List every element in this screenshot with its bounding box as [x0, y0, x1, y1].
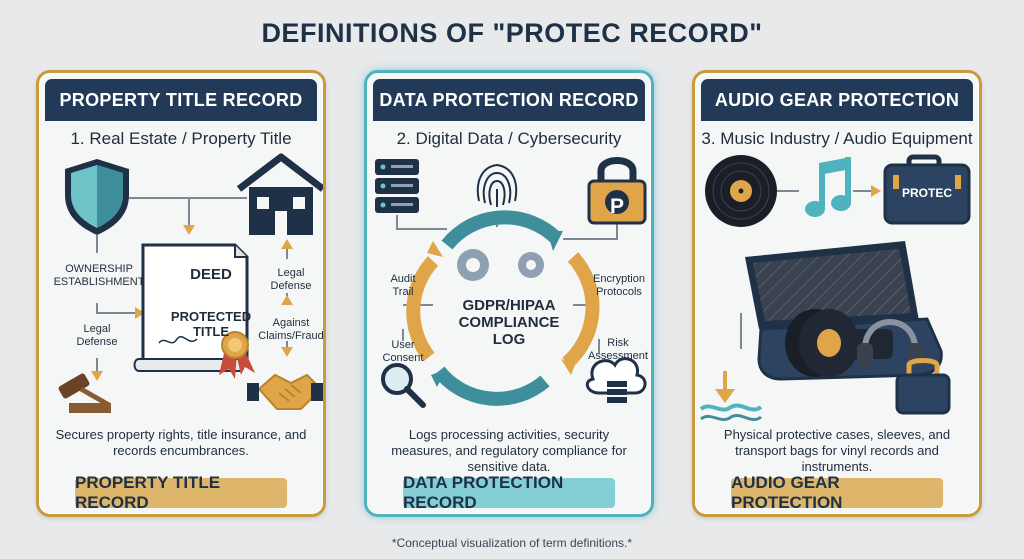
deed-title: DEED	[190, 266, 232, 283]
label-legal-defense-right: Legal Defense	[270, 267, 312, 292]
audio-gear-illustration	[699, 154, 971, 422]
case-label: PROTEC	[901, 186, 952, 200]
cloud-server-icon	[585, 357, 647, 403]
panel-subtitle: 2. Digital Data / Cybersecurity	[396, 129, 622, 148]
carry-bag-icon	[895, 358, 951, 415]
hard-case-icon	[883, 154, 971, 225]
deed-protected: PROTECTED	[170, 309, 252, 324]
panel-audio-gear: AUDIO GEAR PROTECTION 3. Music Industry …	[692, 70, 982, 517]
house-icon	[236, 153, 323, 235]
panel-description: Secures property rights, title insurance…	[55, 427, 307, 458]
padlock-letter: P	[609, 195, 624, 218]
panel-subtitle: 1. Real Estate / Property Title	[70, 129, 292, 148]
panel-header: AUDIO GEAR PROTECTION	[701, 79, 973, 121]
footnote: *Conceptual visualization of term defini…	[391, 536, 633, 550]
panel-description: Physical protective cases, sleeves, and …	[723, 427, 951, 474]
compliance-cycle	[406, 210, 600, 406]
padlock-icon	[587, 157, 647, 225]
fingerprint-icon	[476, 163, 518, 207]
panel-subtitle: 3. Music Industry / Audio Equipment	[701, 129, 973, 148]
label-legal-defense-left: Legal Defense	[76, 323, 118, 348]
cycle-line1: GDPR/HIPAA	[462, 297, 556, 314]
data-protection-illustration	[375, 157, 647, 408]
music-note-icon	[805, 157, 851, 217]
property-illustration	[58, 153, 323, 413]
page-title: DEFINITIONS OF "PROTEC RECORD"	[261, 18, 763, 48]
shield-icon	[65, 159, 129, 235]
label-ownership: OWNERSHIP ESTABLISHMENT	[53, 263, 145, 288]
magnifier-icon	[381, 363, 426, 408]
panel-header: DATA PROTECTION RECORD	[373, 79, 645, 121]
label-audit-trail: Audit Trail	[390, 273, 416, 298]
panel-description: Logs processing activities, security mea…	[391, 427, 627, 474]
label-against-claims: Against Claims/Fraud	[258, 317, 324, 342]
handshake-icon	[247, 373, 323, 410]
gear-icon	[457, 249, 544, 281]
panel-footer: PROPERTY TITLE RECORD	[75, 473, 287, 512]
gavel-icon	[58, 373, 111, 413]
award-seal-icon	[219, 331, 255, 379]
panel-property-title: PROPERTY TITLE RECORD 1. Real Estate / P…	[36, 70, 326, 517]
label-risk: Risk Assessment	[588, 337, 648, 362]
panel-footer: DATA PROTECTION RECORD	[403, 473, 615, 512]
server-icon	[375, 159, 419, 213]
label-encryption: Encryption Protocols	[593, 273, 645, 298]
panel-data-protection: DATA PROTECTION RECORD 2. Digital Data /…	[364, 70, 654, 517]
vinyl-record-icon	[705, 155, 777, 227]
deed-document-icon	[133, 243, 249, 372]
cycle-line3: LOG	[492, 331, 526, 348]
cycle-line2: COMPLIANCE	[458, 314, 560, 331]
panel-footer: AUDIO GEAR PROTECTION	[731, 473, 943, 512]
label-user-consent: User Consent	[382, 339, 424, 364]
water-resistant-icon	[699, 371, 763, 422]
deed-title-word: TITLE	[192, 324, 230, 339]
panel-header: PROPERTY TITLE RECORD	[45, 79, 317, 121]
